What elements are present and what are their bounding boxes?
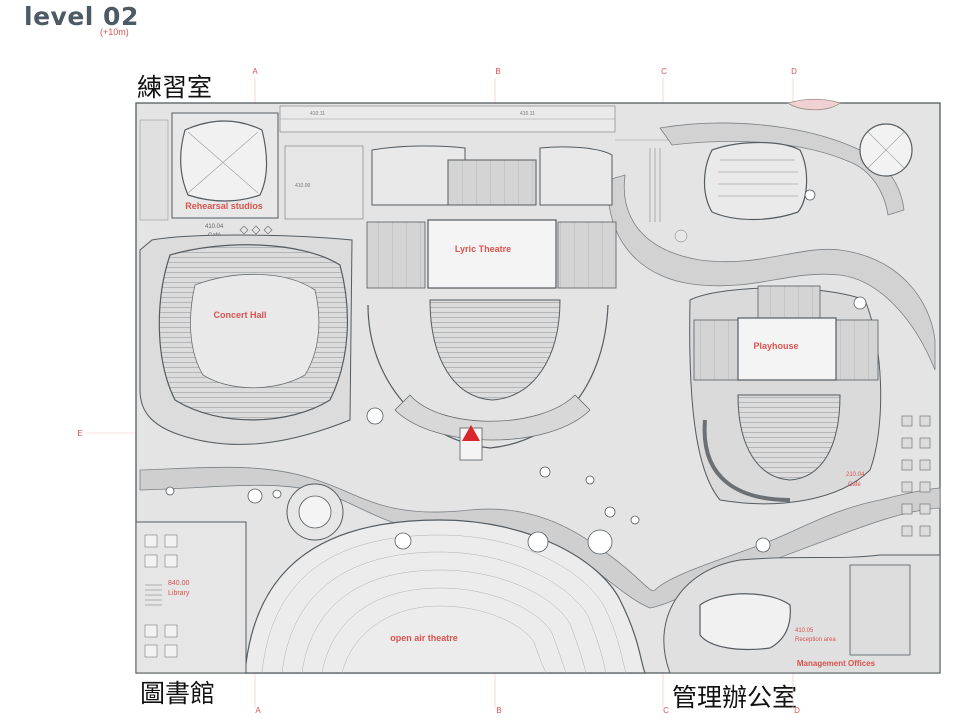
grid-col-d-bottom: D — [794, 706, 800, 715]
label-open-air-theatre: open air theatre — [390, 633, 458, 643]
label-concert-hall: Concert Hall — [213, 310, 266, 320]
grid-col-b-bottom: B — [496, 706, 501, 715]
label-rehearsal: Rehearsal studios — [185, 201, 263, 211]
svg-text:410.11: 410.11 — [520, 111, 535, 117]
top-right-studio — [703, 123, 913, 221]
lyric-theatre: Lyric Theatre — [366, 145, 617, 461]
grid-col-a-top: A — [252, 67, 258, 76]
open-air-theatre: open air theatre — [244, 483, 646, 674]
right-curved-corridor — [607, 174, 936, 371]
cafe-b-code: 210.04 — [846, 472, 865, 478]
top-service-strip: 410.11 410.11 410.00 — [279, 105, 720, 220]
top-right-notch — [787, 98, 841, 111]
label-rehearsal-zh: 練習室 — [137, 73, 213, 102]
library-code: 840.00 — [168, 580, 190, 587]
location-marker-icon — [462, 425, 480, 441]
management-offices: 410.05 Reception area Management Offices — [663, 554, 941, 674]
grid-row-e: E — [77, 429, 82, 438]
label-reception: Reception area — [795, 637, 836, 643]
grid-col-a-bottom: A — [255, 706, 261, 715]
level-title: level 02 — [24, 2, 139, 31]
label-management: Management Offices — [797, 659, 876, 668]
columns — [165, 189, 867, 555]
cafe-b-label: Café — [848, 482, 861, 488]
stairs — [649, 148, 688, 243]
concert-hall: Concert Hall — [139, 234, 353, 445]
playhouse: Playhouse 210.04 Café — [689, 285, 882, 505]
svg-text:410.11: 410.11 — [310, 111, 325, 117]
grid-col-d-top: D — [791, 67, 797, 76]
label-lyric-theatre: Lyric Theatre — [455, 244, 511, 254]
reception-code: 410.05 — [795, 628, 814, 634]
library: 840.00 Library — [135, 521, 247, 674]
label-management-zh: 管理辦公室 — [672, 683, 798, 712]
level-subtitle: (+10m) — [100, 27, 129, 37]
grid-col-c-top: C — [661, 67, 667, 76]
svg-text:410.00: 410.00 — [295, 183, 311, 189]
label-library-zh: 圖書館 — [140, 679, 216, 708]
rehearsal-block: Rehearsal studios 410.04 Café — [139, 112, 279, 239]
grid-col-b-top: B — [495, 67, 500, 76]
grid-col-c-bottom: C — [663, 706, 669, 715]
label-playhouse: Playhouse — [753, 341, 798, 351]
cafe-a-code: 410.04 — [205, 224, 224, 230]
label-library: Library — [168, 590, 190, 597]
right-seating-grid — [901, 415, 931, 537]
